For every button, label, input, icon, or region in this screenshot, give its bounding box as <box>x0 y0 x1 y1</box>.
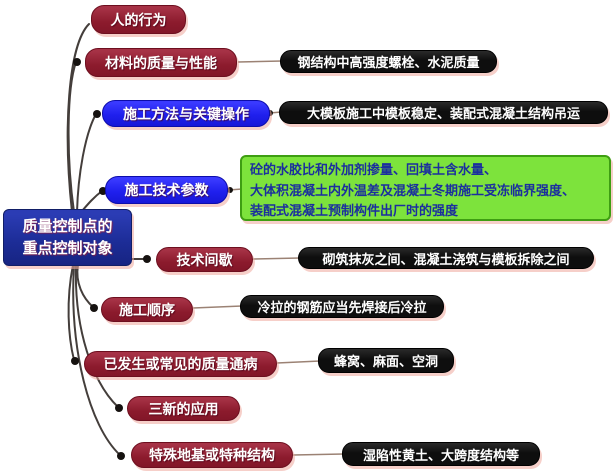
branch-dot <box>73 58 81 66</box>
curve-to-common-defects <box>67 264 75 361</box>
leaf-label: 钢结构中高强度螺栓、水泥质量 <box>297 55 480 70</box>
node-leaf-technical-interval[interactable]: 砌筑抹灰之间、混凝土浇筑与模板拆除之间 <box>298 247 594 269</box>
leaf-line-material-quality <box>237 60 283 63</box>
branch-dot <box>71 357 79 365</box>
branch-dot <box>117 452 125 460</box>
node-leaf-construction-sequence[interactable]: 冷拉的钢筋应当先焊接后冷拉 <box>240 295 444 318</box>
leaf-line-common-defects <box>276 360 321 364</box>
node-branch-special-foundation[interactable]: 特殊地基或特种结构 <box>131 442 293 468</box>
curve-to-construction-method <box>76 113 97 213</box>
leaf-line-special-foundation <box>292 453 345 456</box>
node-branch-technical-parameters[interactable]: 施工技术参数 <box>105 176 228 204</box>
branch-label: 人的行为 <box>110 11 167 28</box>
leaf-line-technical-interval <box>252 257 301 260</box>
node-branch-material-quality[interactable]: 材料的质量与性能 <box>85 48 237 77</box>
node-branch-technical-interval[interactable]: 技术间歇 <box>156 247 253 272</box>
curve-to-technical-parameters <box>81 190 103 212</box>
curve-to-construction-sequence <box>76 264 94 308</box>
leaf-label: 湿陷性黄土、大跨度结构等 <box>362 447 519 463</box>
leaf-label-line1: 砼的水胶比和外加剂掺量、回填土含水量、 <box>250 162 498 177</box>
root-label-line2: 重点控制对象 <box>22 239 113 257</box>
node-branch-construction-sequence[interactable]: 施工顺序 <box>101 297 193 322</box>
node-leaf-common-defects[interactable]: 蜂窝、麻面、空洞 <box>318 348 454 373</box>
node-root[interactable]: 质量控制点的 重点控制对象 <box>3 209 132 266</box>
branch-dot <box>115 404 123 412</box>
branch-label: 材料的质量与性能 <box>105 54 217 71</box>
curve-to-special-foundation <box>72 264 121 456</box>
branch-label: 施工方法与关键操作 <box>123 105 249 122</box>
leaf-dot <box>227 187 233 193</box>
branch-dot <box>143 255 151 263</box>
branch-dot <box>90 304 98 312</box>
leaf-label: 蜂窝、麻面、空洞 <box>333 354 438 369</box>
curve-to-three-new <box>74 264 119 408</box>
leaf-label-line2: 大体积混凝土内外温差及混凝土冬期施工受冻临界强度、 <box>250 182 576 198</box>
leaf-label-line3: 装配式混凝土预制构件出厂时的强度 <box>250 203 459 218</box>
curve-to-material-quality <box>67 61 77 213</box>
node-branch-human-behavior[interactable]: 人的行为 <box>91 5 186 34</box>
leaf-label: 大模板施工中模板稳定、装配式混凝土结构吊运 <box>306 106 580 121</box>
branch-label: 三新的应用 <box>148 400 219 417</box>
node-leaf-special-foundation[interactable]: 湿陷性黄土、大跨度结构等 <box>342 442 540 466</box>
node-leaf-material-quality[interactable]: 钢结构中高强度螺栓、水泥质量 <box>280 50 497 73</box>
leaf-label: 砌筑抹灰之间、混凝土浇筑与模板拆除之间 <box>322 251 570 267</box>
node-leaf-technical-parameters[interactable]: 砼的水胶比和外加剂掺量、回填土含水量、 大体积混凝土内外温差及混凝土冬期施工受冻… <box>240 155 611 221</box>
root-label-line1: 质量控制点的 <box>22 217 113 235</box>
branch-label: 已发生或常见的质量通病 <box>103 356 258 372</box>
node-branch-common-defects[interactable]: 已发生或常见的质量通病 <box>84 351 277 377</box>
branch-dot <box>93 110 101 118</box>
branch-label: 施工顺序 <box>119 301 175 318</box>
node-leaf-construction-method[interactable]: 大模板施工中模板稳定、装配式混凝土结构吊运 <box>279 101 608 124</box>
leaf-line-construction-sequence <box>192 305 243 309</box>
leaf-label: 冷拉的钢筋应当先焊接后冷拉 <box>257 300 427 315</box>
branch-label: 技术间歇 <box>176 251 233 268</box>
node-branch-three-new[interactable]: 三新的应用 <box>127 396 240 421</box>
node-branch-construction-method[interactable]: 施工方法与关键操作 <box>102 100 270 127</box>
branch-label: 特殊地基或特种结构 <box>149 447 275 463</box>
branch-label: 施工技术参数 <box>124 182 209 198</box>
